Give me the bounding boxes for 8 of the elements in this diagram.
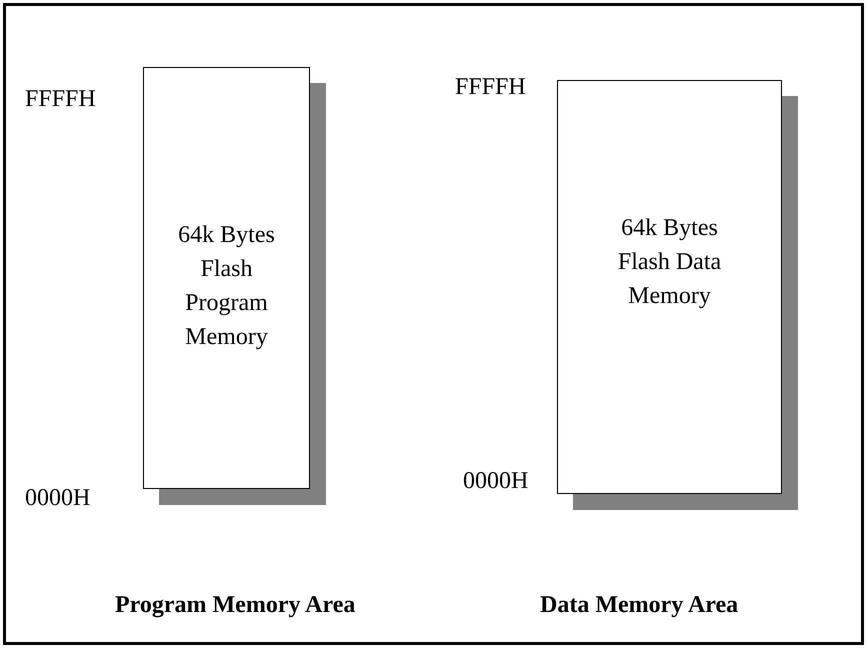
memory-description: 64k Bytes Flash Program Memory: [177, 221, 276, 352]
memory-area-caption: Program Memory Area: [115, 592, 356, 619]
high-address-label: FFFFH: [455, 74, 526, 101]
memory-area-caption: Data Memory Area: [540, 592, 738, 619]
low-address-label: 0000H: [25, 485, 90, 512]
memory-description: 64k Bytes Flash Data Memory: [616, 214, 722, 311]
high-address-label: FFFFH: [25, 86, 96, 113]
low-address-label: 0000H: [463, 468, 528, 495]
